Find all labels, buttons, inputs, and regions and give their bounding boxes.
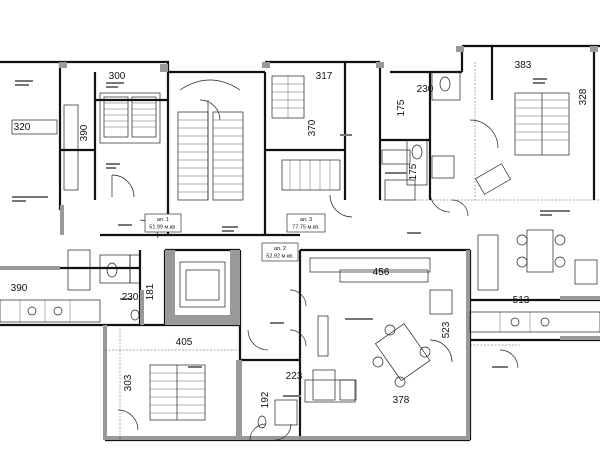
dimension-d383: 383 — [515, 60, 532, 71]
dimension-d303: 303 — [123, 374, 134, 391]
dimension-d223: 223 — [286, 371, 303, 382]
dimension-d328: 328 — [578, 88, 589, 105]
beds — [99, 75, 570, 421]
apartment-label-apt3: ап. 3 77.75 м.кв. — [286, 213, 326, 233]
dimension-d192: 192 — [260, 391, 271, 408]
apartment-number: ап. 2 — [274, 246, 286, 252]
apartment-area: 51.99 м.кв. — [149, 225, 177, 231]
dimension-d390b: 390 — [11, 283, 28, 294]
dimension-d175a: 175 — [396, 99, 407, 116]
apartment-number: ап. 3 — [300, 217, 312, 223]
dimension-d230a: 230 — [417, 84, 434, 95]
dimension-d378: 378 — [393, 395, 410, 406]
kitchens — [0, 234, 600, 403]
dimension-d300: 300 — [109, 71, 126, 82]
dimension-d456: 456 — [373, 267, 390, 278]
living-furniture — [11, 104, 598, 388]
staircase — [177, 79, 244, 201]
dimension-d390a: 390 — [79, 124, 90, 141]
small-room-labels — [12, 78, 570, 397]
apartment-label-apt1: ап. 1 51.99 м.кв. — [144, 213, 182, 233]
dimension-d523: 523 — [441, 321, 452, 338]
hatched-walls — [0, 46, 600, 440]
apartment-area: 52.92 м.кв. — [266, 254, 294, 260]
dimension-d317: 317 — [316, 71, 333, 82]
dimension-d181: 181 — [145, 283, 156, 300]
apartment-number: ап. 1 — [157, 217, 169, 223]
dimension-d230b: 230 — [122, 292, 139, 303]
dimension-labels: 300 317 383 320 390 370 175 230 328 175 390 230 181 4… — [11, 60, 589, 408]
dimension-d320: 320 — [14, 122, 31, 133]
dimension-d513: 513 — [513, 295, 530, 306]
dimension-d370: 370 — [307, 119, 318, 136]
apartment-area: 77.75 м.кв. — [292, 225, 320, 231]
dimension-d405: 405 — [176, 337, 193, 348]
dimension-d175b: 175 — [408, 163, 419, 180]
apartment-label-apt2: ап. 2 52.92 м.кв. — [261, 242, 299, 262]
apartment-labels: ап. 1 51.99 м.кв. ап. 3 77.75 м.кв. ап. 2 52.… — [144, 213, 326, 262]
dashed-lines — [105, 62, 600, 440]
bathroom-fixtures — [99, 71, 461, 429]
